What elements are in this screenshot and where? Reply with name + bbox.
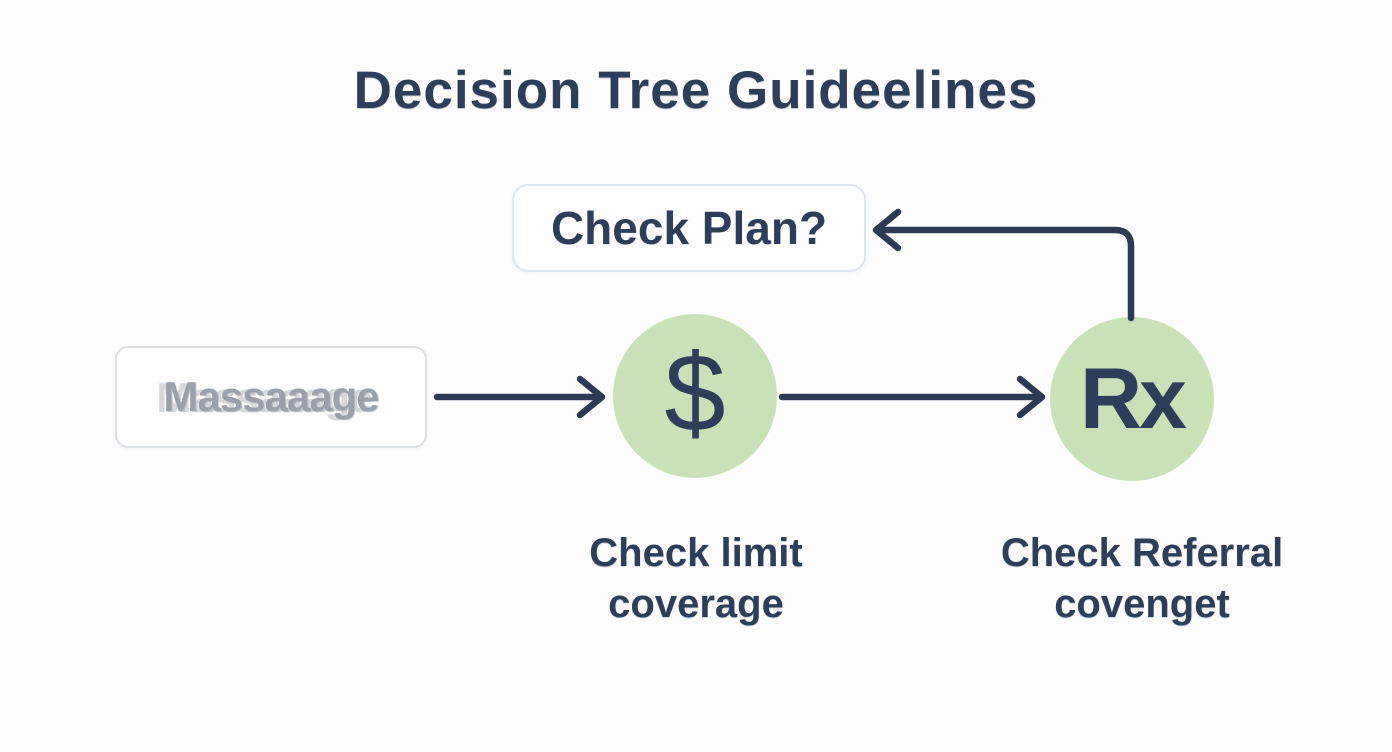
dollar-icon: $	[664, 332, 726, 455]
arrow-message-to-dollar	[433, 375, 606, 419]
caption-line: coverage	[608, 582, 784, 626]
node-message-label: Massaaage	[163, 373, 379, 420]
node-rx-caption: Check Referral covenget	[972, 528, 1312, 630]
arrow-rx-to-check-plan	[872, 208, 1135, 322]
node-message: Massaaage	[115, 346, 427, 448]
node-check-plan-label: Check Plan?	[550, 202, 828, 254]
node-rx: Rx	[1050, 317, 1214, 481]
rx-icon: Rx	[1080, 351, 1187, 447]
node-check-plan: Check Plan?	[512, 184, 866, 272]
page-title: Decision Tree Guideelines	[353, 61, 1039, 120]
arrow-dollar-to-rx	[778, 375, 1046, 419]
node-dollar-caption: Check limit coverage	[526, 528, 866, 630]
caption-line: Check limit	[589, 531, 803, 575]
node-dollar: $	[613, 314, 777, 478]
caption-line: Check Referral	[1000, 531, 1284, 575]
caption-line: covenget	[1054, 582, 1230, 626]
